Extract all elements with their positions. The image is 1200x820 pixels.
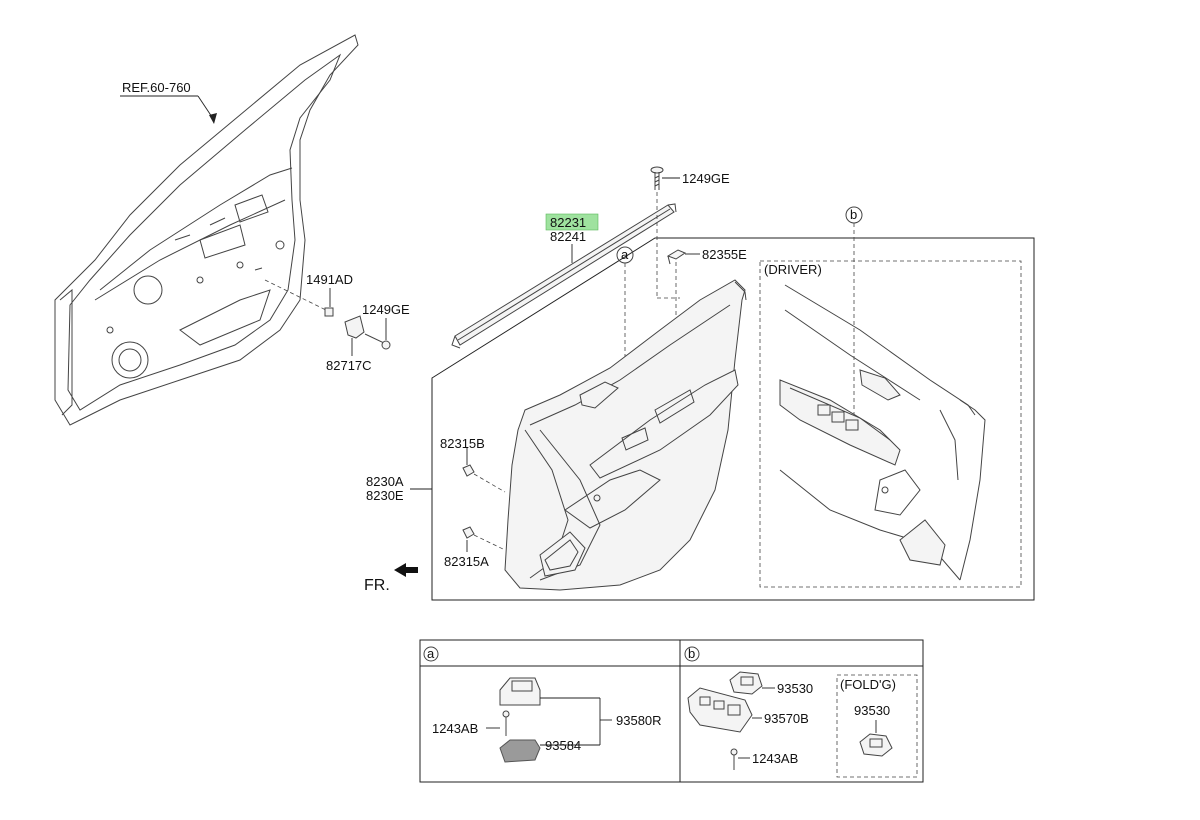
detail-box <box>419 639 924 783</box>
switch-93580r <box>499 677 541 706</box>
weatherstrip-belt <box>451 203 677 349</box>
label-82355e: 82355E <box>702 247 747 262</box>
door-trim-panel <box>504 279 747 591</box>
folding-label: (FOLD'G) <box>840 677 896 692</box>
callout-b: b <box>850 207 857 222</box>
clip-82315b: 82315B <box>440 436 485 477</box>
label-8230a: 8230A <box>366 474 404 489</box>
label-93584: 93584 <box>545 738 581 753</box>
trim-panel-frame <box>431 237 1035 601</box>
callout-a: a <box>621 247 629 262</box>
bolt-1249ge-mid: 1249GE <box>362 302 410 350</box>
switch-assy-93570b <box>687 687 762 733</box>
label-1249ge-top: 1249GE <box>682 171 730 186</box>
driver-panel-detail <box>779 284 986 581</box>
door-frame <box>54 34 359 426</box>
driver-inset-frame <box>759 260 1022 588</box>
label-8230e: 8230E <box>366 488 404 503</box>
label-1243ab-b: 1243AB <box>752 751 798 766</box>
label-1491ad: 1491AD <box>306 272 353 287</box>
front-arrow-icon <box>394 563 418 577</box>
clip-82315a: 82315A <box>444 526 489 569</box>
driver-label: (DRIVER) <box>764 262 822 277</box>
bracket-82717c: 82717C <box>326 315 372 373</box>
label-1249ge-mid: 1249GE <box>362 302 410 317</box>
ref-label: REF.60-760 <box>122 80 191 95</box>
box-a-label: a <box>427 646 435 661</box>
highlight-82231 <box>545 213 599 231</box>
label-82315a: 82315A <box>444 554 489 569</box>
switch-93530-fold <box>859 733 893 757</box>
label-93580r: 93580R <box>616 713 662 728</box>
front-label: FR. <box>364 577 390 594</box>
bolt-1249ge-top: 1249GE <box>650 166 730 190</box>
screw-1243ab-a <box>486 710 510 736</box>
label-82717c: 82717C <box>326 358 372 373</box>
label-93530-fold: 93530 <box>854 703 890 718</box>
label-82231: 82231 <box>550 215 586 230</box>
label-82315b: 82315B <box>440 436 485 451</box>
clip-82355e: 82355E <box>666 247 747 265</box>
label-93570b: 93570B <box>764 711 809 726</box>
label-93530-b: 93530 <box>777 681 813 696</box>
clip-1491ad: 1491AD <box>306 272 353 317</box>
screw-1243ab-b <box>730 748 750 770</box>
label-1243ab-a: 1243AB <box>432 721 478 736</box>
box-b-label: b <box>688 646 695 661</box>
label-82241: 82241 <box>550 229 586 244</box>
switch-93530-b <box>729 671 775 695</box>
cover-93584 <box>499 739 541 763</box>
